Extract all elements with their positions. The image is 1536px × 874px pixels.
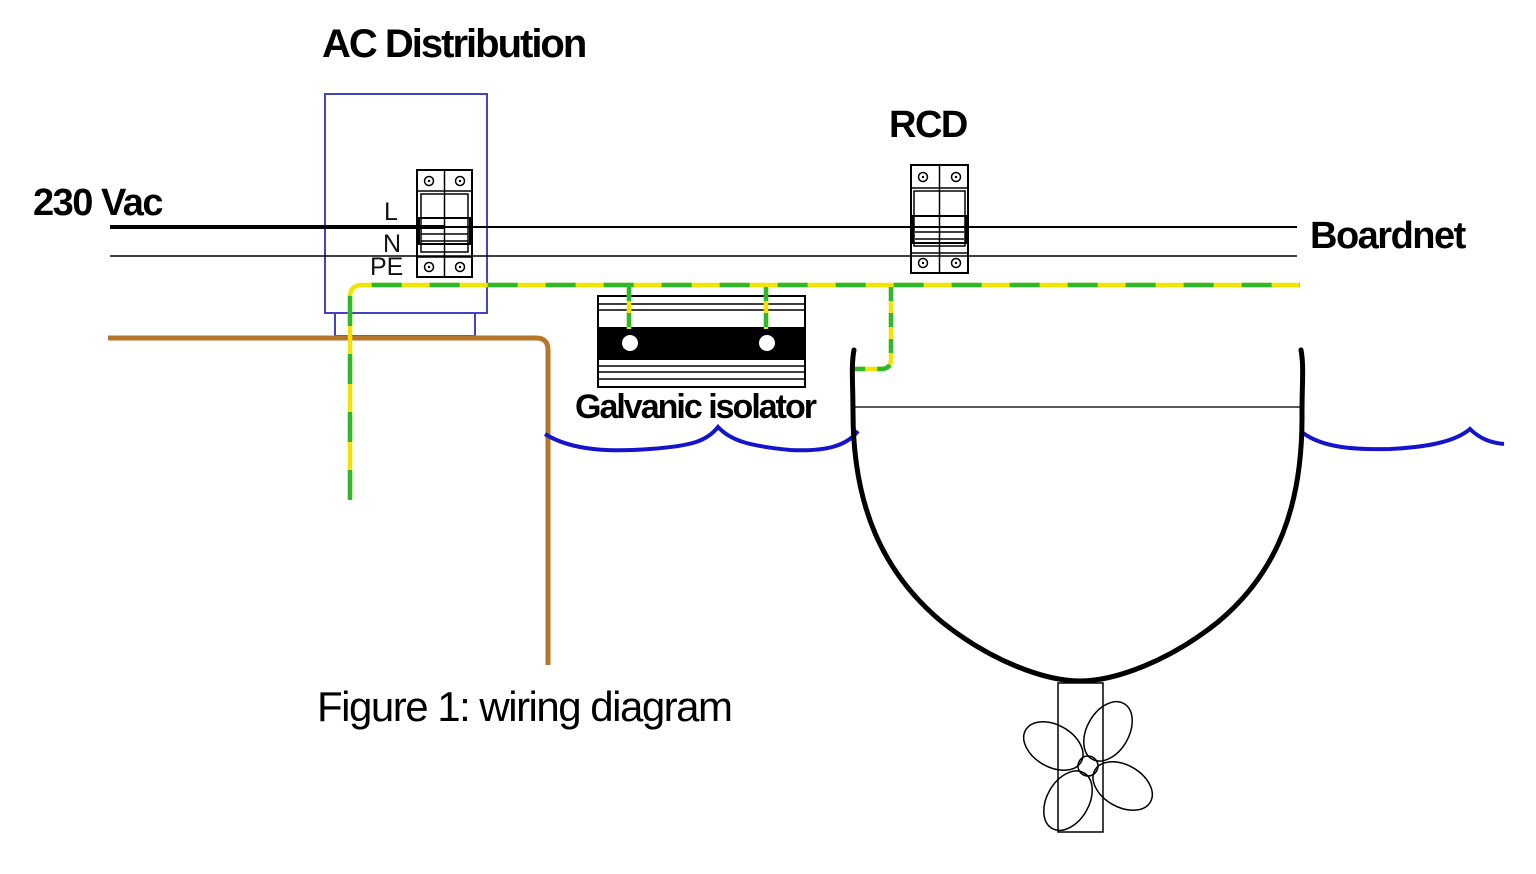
water-line-left: [543, 423, 860, 453]
pe-wire: [347, 282, 1300, 500]
ac-distribution-label: AC Distribution: [322, 22, 587, 66]
boat-hull: [849, 347, 1306, 684]
water-line-right: [1301, 426, 1505, 452]
galvanic-isolator-symbol: [597, 295, 806, 388]
voltage-label: 230 Vac: [33, 182, 163, 224]
propeller-icon: [1022, 700, 1154, 832]
boardnet-label: Boardnet: [1310, 215, 1466, 257]
isolator-terminal-right: [759, 335, 775, 351]
hull-bond-wire-brown: [108, 335, 551, 665]
neutral-terminal-label: N: [383, 230, 402, 258]
pe-drop-hull: [850, 287, 894, 372]
pe-terminal-label: PE: [370, 253, 404, 281]
isolator-terminal-left: [622, 335, 638, 351]
line-terminal-label: L: [384, 198, 398, 226]
circuit-breaker-symbol: [416, 169, 473, 278]
rcd-label: RCD: [889, 104, 968, 146]
galvanic-isolator-label: Galvanic isolator: [575, 388, 817, 426]
figure-caption: Figure 1: wiring diagram: [317, 683, 733, 730]
keel-and-shaft: [1057, 682, 1104, 833]
rcd-breaker-symbol: [910, 164, 969, 274]
